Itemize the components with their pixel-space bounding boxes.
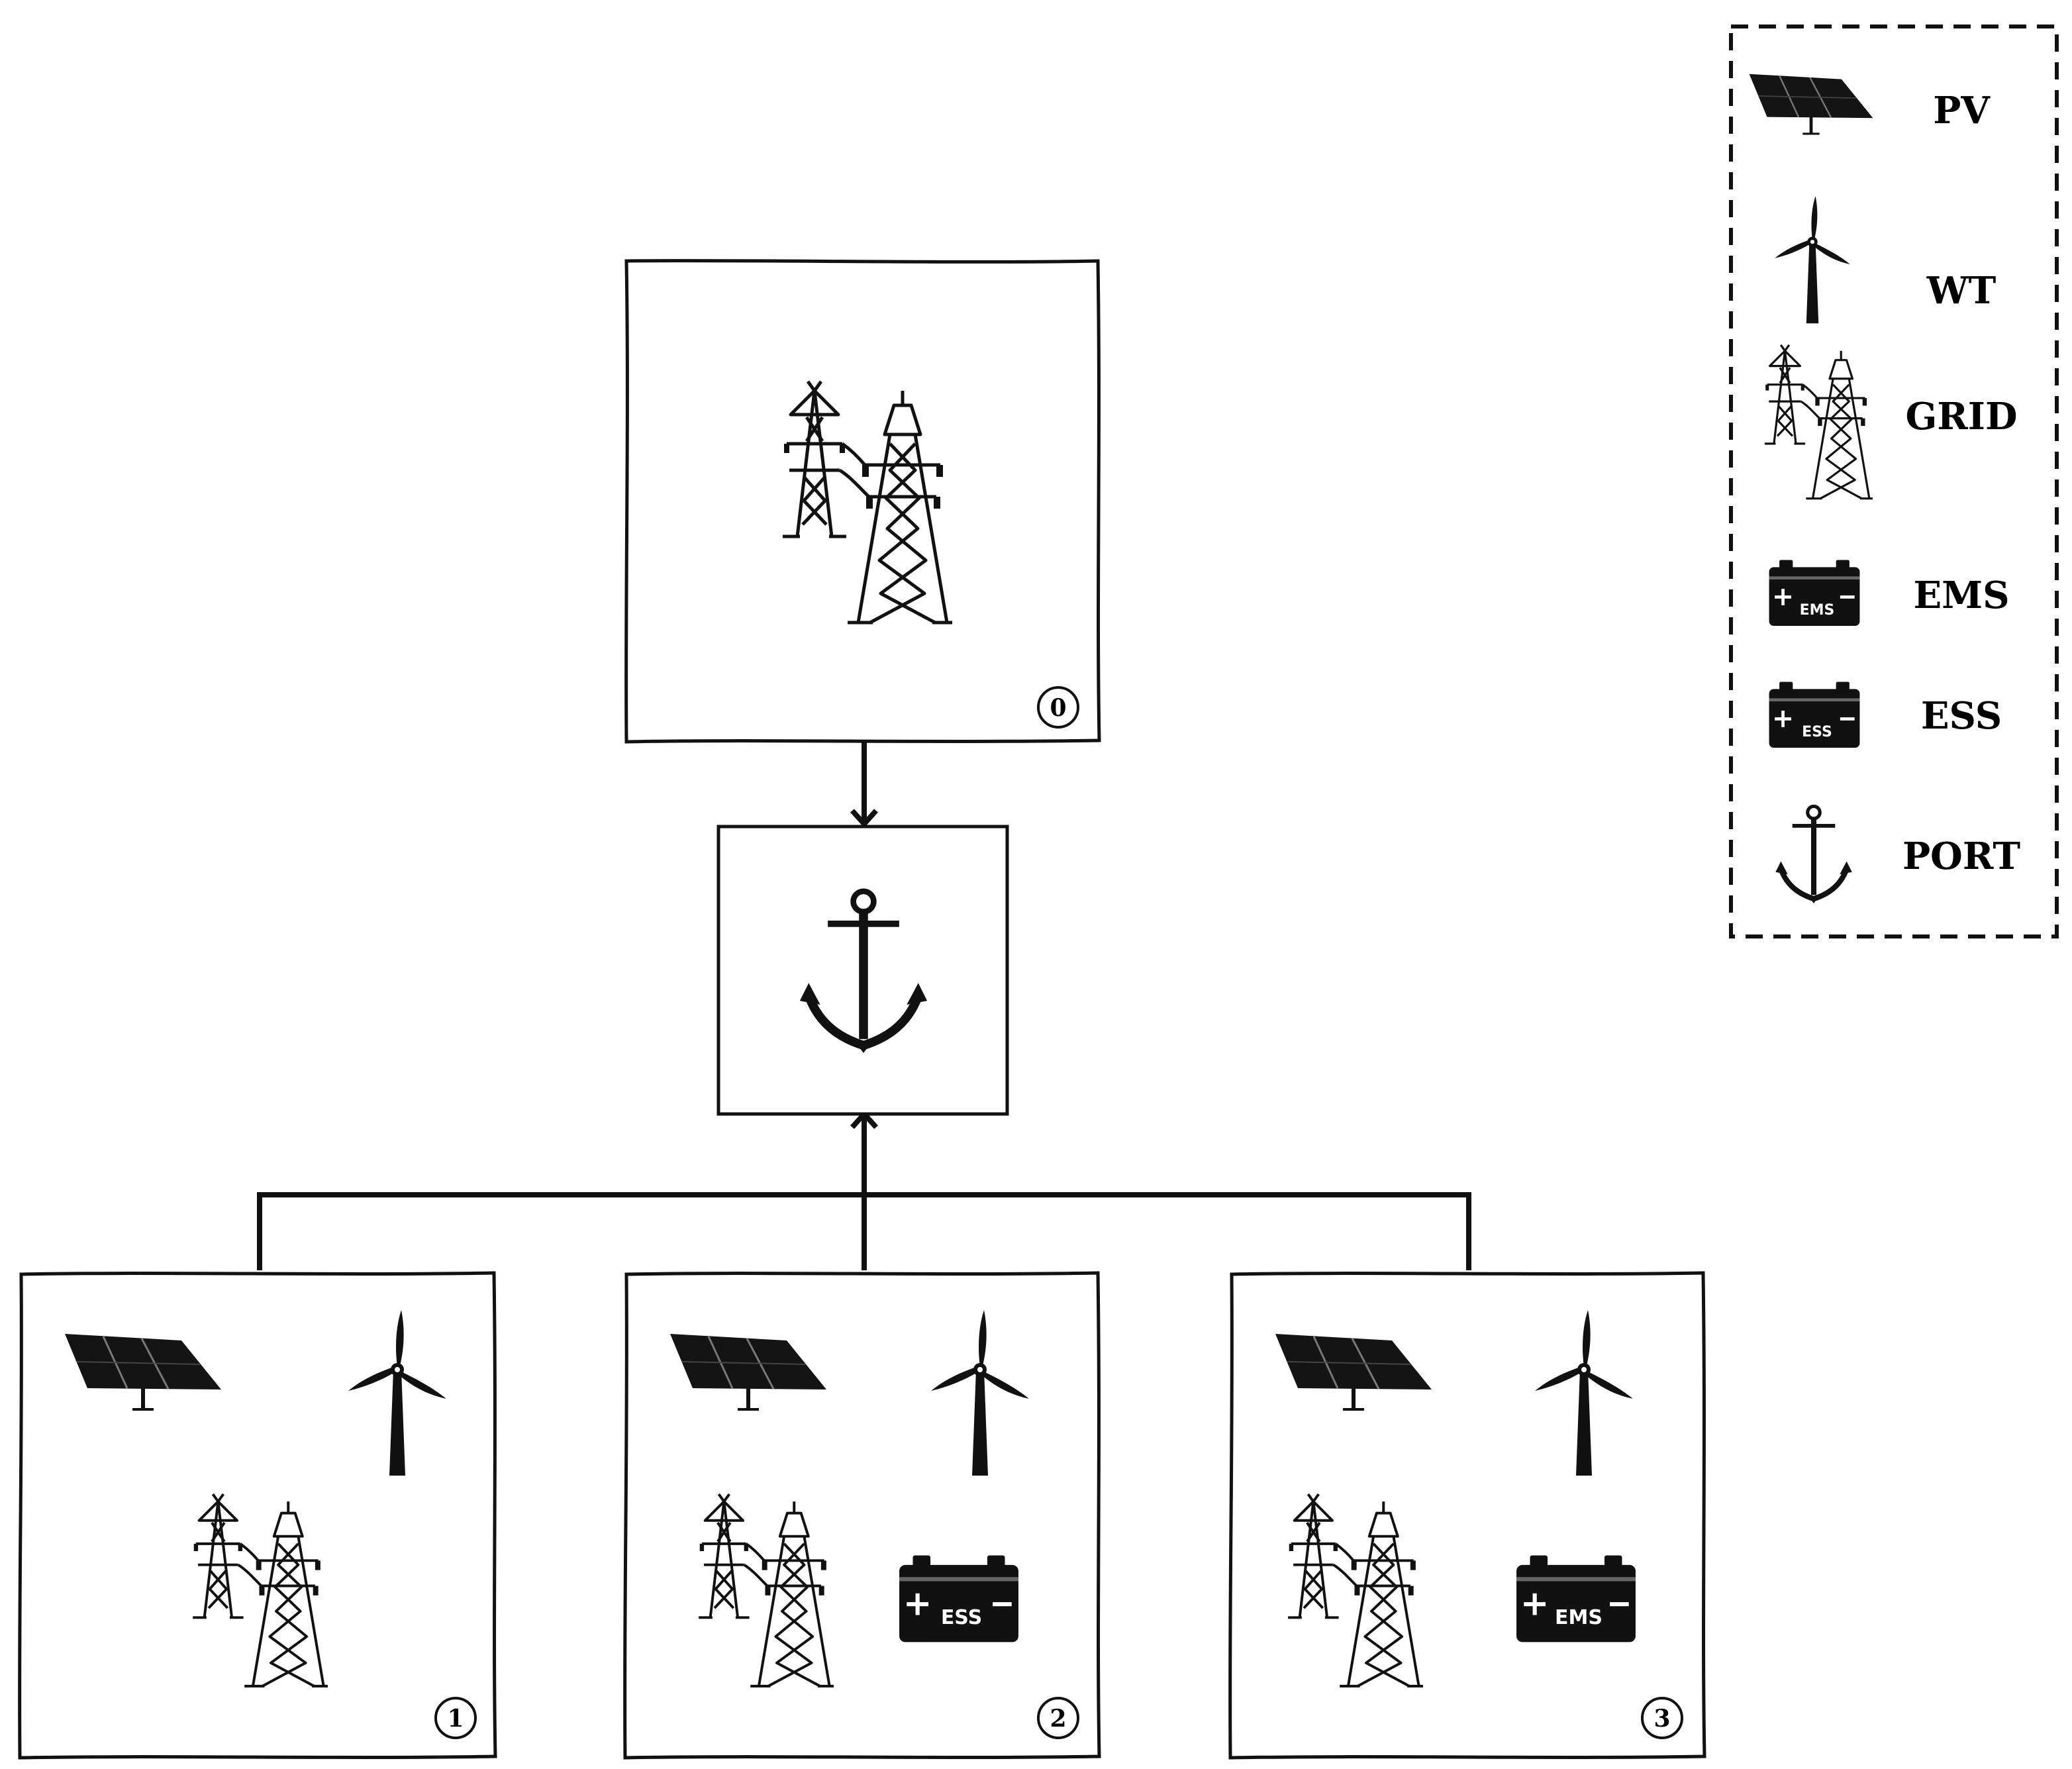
battery-label: ESS [1802, 724, 1832, 740]
node-number: 0 [1050, 694, 1066, 722]
node-number-badge [1037, 1697, 1079, 1739]
grid-node-frame [624, 259, 1101, 744]
legend-item-wt: WT [1775, 196, 1997, 324]
legend-item-grid: GRID [1763, 344, 2018, 500]
legend-label: PORT [1902, 834, 2020, 878]
battery-ess-icon: ESS [1769, 682, 1860, 748]
legend-item-ems: EMS EMS [1769, 560, 2010, 626]
node-number-badge [434, 1697, 477, 1739]
microgrid-1-frame [18, 1271, 497, 1760]
battery-label: EMS [1800, 602, 1835, 619]
node-number-badge [1641, 1697, 1683, 1739]
legend-item-ess: ESS ESS [1769, 682, 2002, 748]
port-node [716, 825, 1009, 1116]
microgrid-1: 1 [18, 1271, 497, 1760]
battery-label: EMS [1555, 1606, 1603, 1629]
legend-frame [1729, 25, 2059, 938]
legend-label: EMS [1913, 574, 2009, 617]
arrowhead-to-port-top [850, 809, 878, 828]
grid-node: 0 [624, 259, 1101, 744]
legend-item-port: PORT [1775, 806, 2020, 903]
node-number: 2 [1050, 1705, 1066, 1733]
connection-lines [257, 742, 1471, 1270]
legend: PV WT GRID EMS EMS ESS ESS PORT [1729, 25, 2059, 938]
legend-label: PV [1933, 89, 1991, 132]
legend-label: WT [1926, 269, 1997, 313]
node-number-badge [1037, 686, 1079, 729]
node-number: 3 [1653, 1705, 1670, 1733]
microgrid-3: EMS 3 [1228, 1271, 1706, 1760]
battery-ems-icon: EMS [1769, 560, 1860, 626]
battery-ems-icon: EMS [1516, 1555, 1636, 1643]
legend-item-pv: PV [1750, 74, 1991, 134]
microgrid-2: ESS 2 [623, 1271, 1101, 1760]
battery-label: ESS [941, 1606, 982, 1629]
legend-label: ESS [1921, 694, 2002, 738]
battery-ess-icon: ESS [899, 1555, 1018, 1643]
node-number: 1 [447, 1705, 464, 1733]
legend-label: GRID [1905, 395, 2017, 438]
